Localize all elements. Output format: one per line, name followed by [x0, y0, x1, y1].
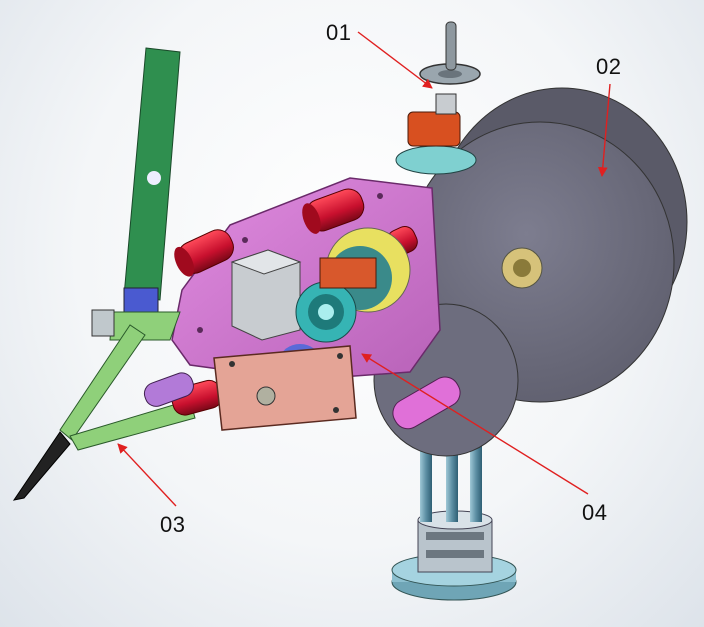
leader-02 — [597, 83, 611, 177]
leader-04 — [361, 353, 589, 495]
leader-01 — [357, 31, 433, 89]
callout-02: 02 — [596, 54, 622, 79]
upright-arm — [123, 47, 181, 315]
roller-icon — [171, 188, 418, 416]
disk-hub — [501, 247, 543, 289]
callout-03: 03 — [160, 512, 186, 537]
callout-01: 01 — [326, 20, 352, 45]
base-pedestal — [391, 446, 517, 601]
handwheel-icon — [419, 21, 481, 85]
teal-spool — [295, 227, 411, 343]
leader-lines — [117, 31, 611, 507]
lower-bracket — [213, 345, 357, 431]
cutter-linkage — [12, 309, 196, 501]
motor-icon — [230, 249, 302, 341]
callout-04: 04 — [582, 500, 608, 525]
top-assembly — [395, 21, 481, 175]
cutter-blade-icon — [12, 431, 71, 501]
leader-03 — [117, 443, 177, 507]
